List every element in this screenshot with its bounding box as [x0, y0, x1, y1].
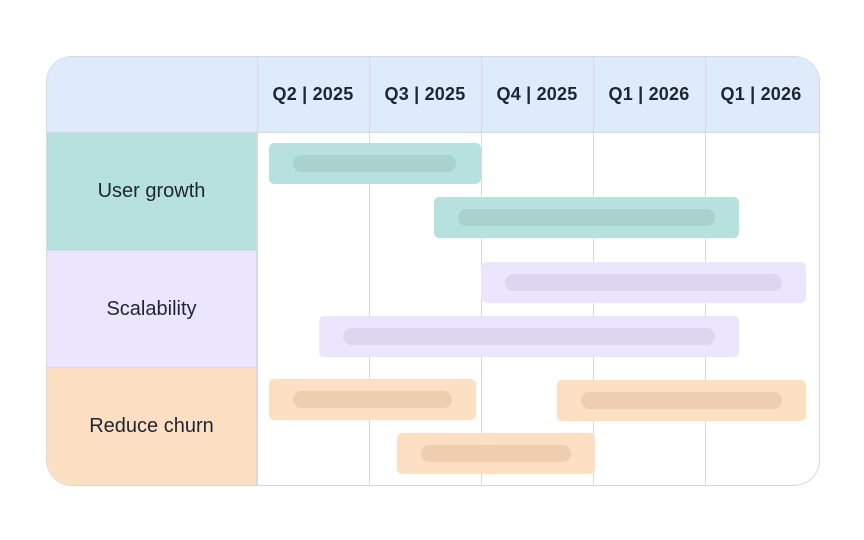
grid-line [257, 57, 258, 485]
timeline-bar-scalability-1[interactable] [481, 262, 806, 303]
roadmap-board: Q2 | 2025 Q3 | 2025 Q4 | 2025 Q1 | 2026 … [46, 56, 820, 486]
column-header-q2-2025: Q2 | 2025 [272, 84, 354, 104]
timeline-header: Q2 | 2025 Q3 | 2025 Q4 | 2025 Q1 | 2026 … [47, 57, 819, 133]
row-label-text: User growth [97, 180, 206, 202]
column-header-q3-2025: Q3 | 2025 [384, 84, 466, 104]
row-label-user-growth: User growth [47, 133, 257, 250]
row-label-reduce-churn: Reduce churn [47, 368, 257, 485]
row-label-text: Scalability [106, 297, 197, 320]
column-header-q1-2026-second: Q1 | 2026 [720, 84, 802, 104]
timeline-bar-reduce-churn-1[interactable] [269, 379, 476, 420]
timeline-bar-user-growth-2[interactable] [434, 197, 739, 238]
grid-line [369, 57, 370, 485]
bar-placeholder-label [293, 155, 456, 172]
bar-placeholder-label [421, 445, 571, 462]
bar-placeholder-label [505, 274, 782, 291]
row-label-text: Reduce churn [89, 415, 214, 437]
timeline-bar-reduce-churn-2[interactable] [557, 380, 806, 421]
bar-placeholder-label [343, 328, 715, 345]
timeline-bar-scalability-2[interactable] [319, 316, 739, 357]
row-divider [47, 367, 257, 368]
header-corner-cell [47, 57, 257, 132]
row-divider [47, 250, 257, 251]
bar-placeholder-label [581, 392, 782, 409]
column-header-q4-2025: Q4 | 2025 [496, 84, 578, 104]
bar-placeholder-label [458, 209, 715, 226]
bar-placeholder-label [293, 391, 452, 408]
timeline-bar-reduce-churn-3[interactable] [397, 433, 595, 474]
timeline-bar-user-growth-1[interactable] [269, 143, 481, 184]
column-header-q1-2026: Q1 | 2026 [608, 84, 690, 104]
row-label-scalability: Scalability [47, 251, 257, 367]
